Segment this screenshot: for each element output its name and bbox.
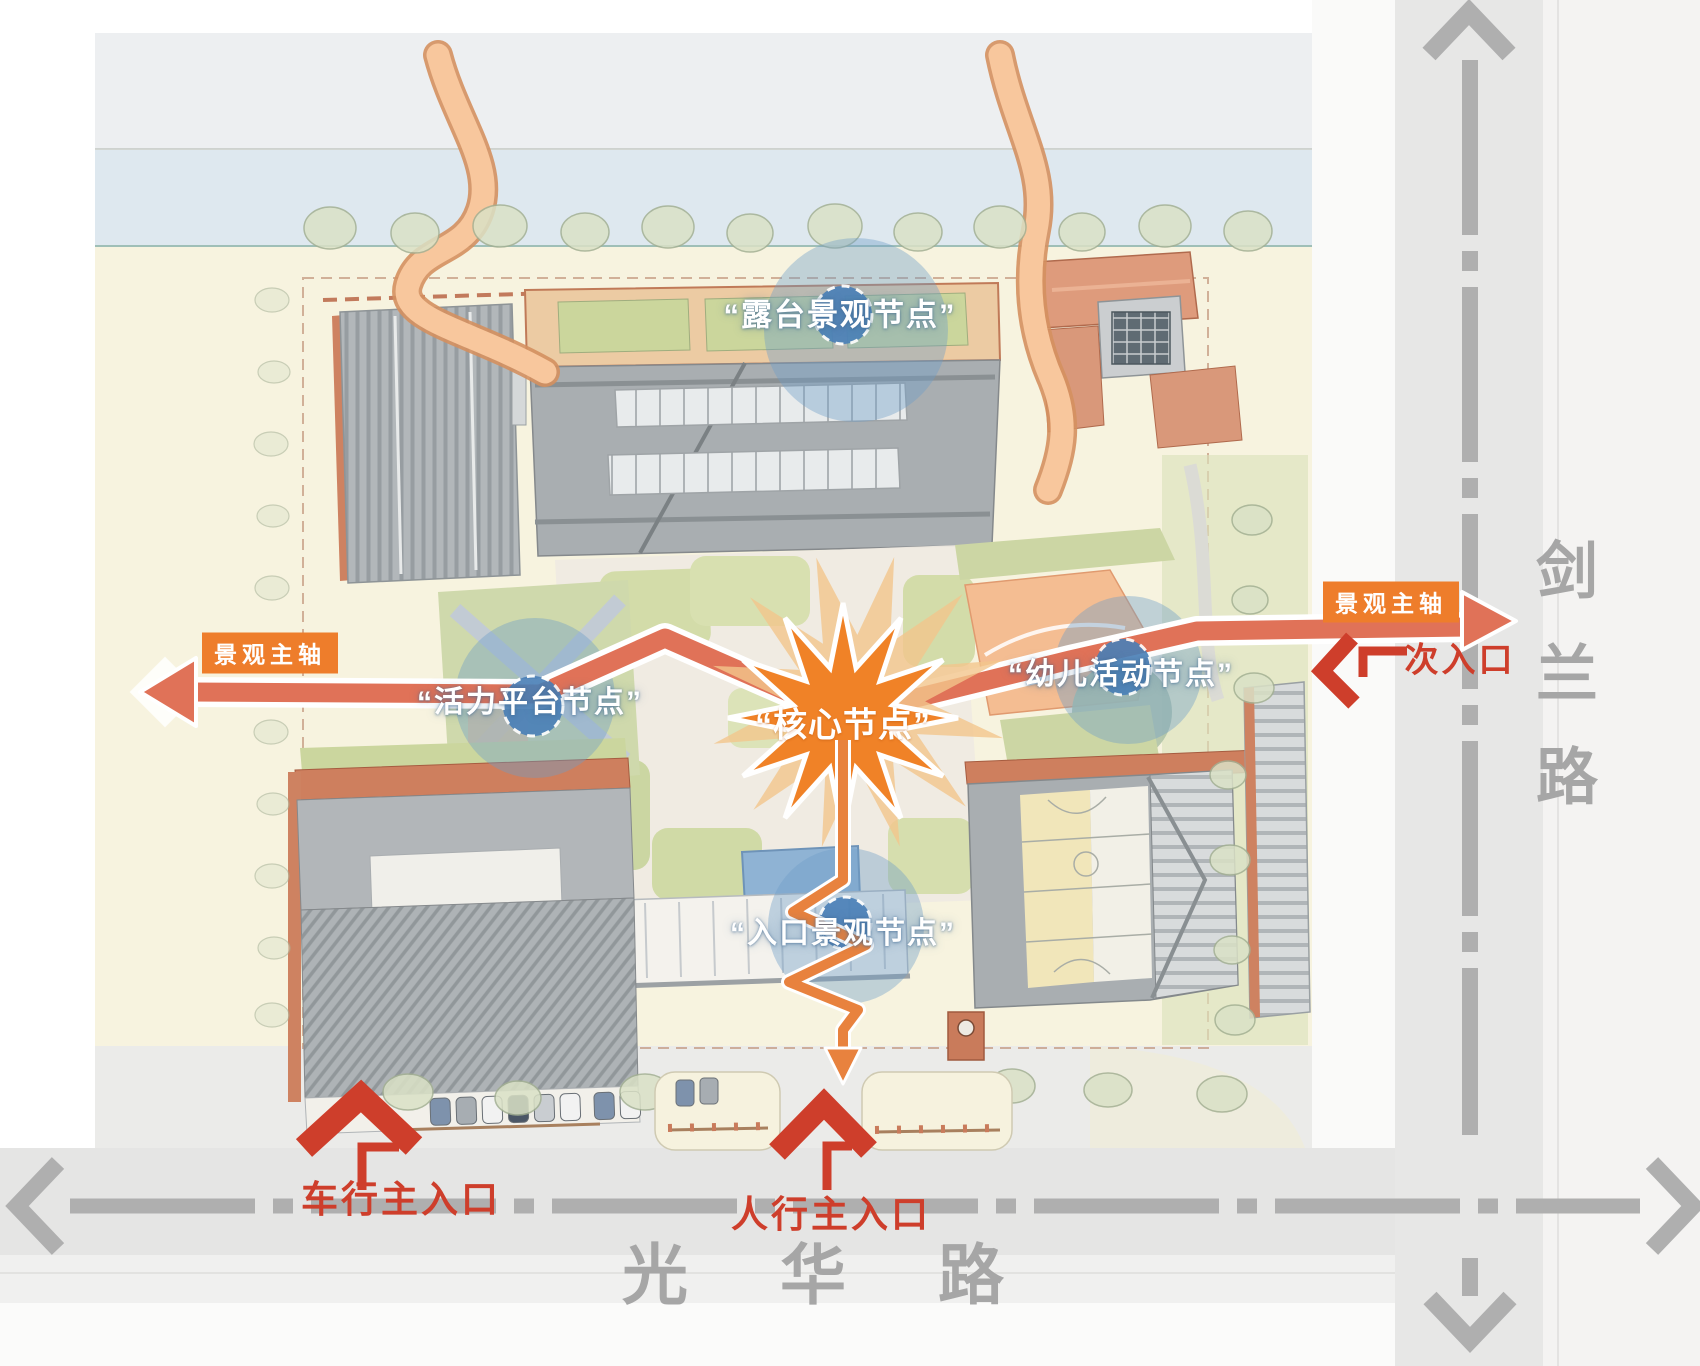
pedestrian-entrance-label: 人行主入口 [731,1194,931,1235]
building-southeast-gym [964,749,1261,1009]
vitality-node-label: “活力平台节点” [417,686,643,719]
building-northwest [322,291,553,584]
building-north-main [523,281,1002,557]
core-node-label: “核心节点” [755,706,931,745]
flow-arrowhead-icon [823,1046,863,1086]
terrace-node-label: “露台景观节点” [723,297,957,333]
axis-arrowhead-east-icon [1460,590,1518,652]
pedestrian-entrance-arrow-icon [769,1088,877,1160]
vitality-node-circle [501,674,565,738]
slide-structures [392,40,1078,505]
building-southwest [288,738,642,1135]
vehicle-entrance-label: 车行主入口 [301,1179,501,1220]
driveway-islands [394,1071,1013,1151]
core-flow-arrow [781,740,874,1086]
annotation-layer [129,238,1518,1190]
axis-label-east: 景观主轴 [1323,581,1459,623]
road-direction-arrow-eastward-icon [1645,1157,1700,1255]
kids-node-circle [1093,637,1153,697]
axis-arrowhead-west-icon [138,656,198,728]
gatehouse [947,1011,985,1061]
trees-west-row [253,287,291,1028]
vehicle-entrance-bracket-icon [357,1142,399,1190]
road-direction-arrow-north-icon [1422,0,1516,61]
site-boundary-fence [302,277,1209,1049]
basketball-court-lines [1021,796,1153,975]
secondary-entrance-bracket-icon [1358,646,1407,677]
terrace-node-circle [812,284,874,346]
road-name-south: 光华路 [622,1238,1096,1312]
vehicle-entrance-arrow-icon [295,1079,423,1157]
secondary-entrance-label: 次入口 [1404,641,1516,680]
building-east-edge [1243,681,1311,1019]
road-direction-arrow-south-icon [1423,1291,1517,1354]
road-direction-arrow-west-icon [5,1157,65,1255]
entrance-arrows [295,632,1407,1190]
road-name-east: 剑兰路 [1526,538,1595,847]
secondary-entrance-arrow-icon [1310,632,1360,709]
axis-label-west: 景观主轴 [202,632,338,674]
pedestrian-entrance-bracket-icon [822,1141,852,1190]
kids-node-label: “幼儿活动节点” [1008,658,1234,691]
entrance-node-label: “入口景观节点” [730,917,956,950]
